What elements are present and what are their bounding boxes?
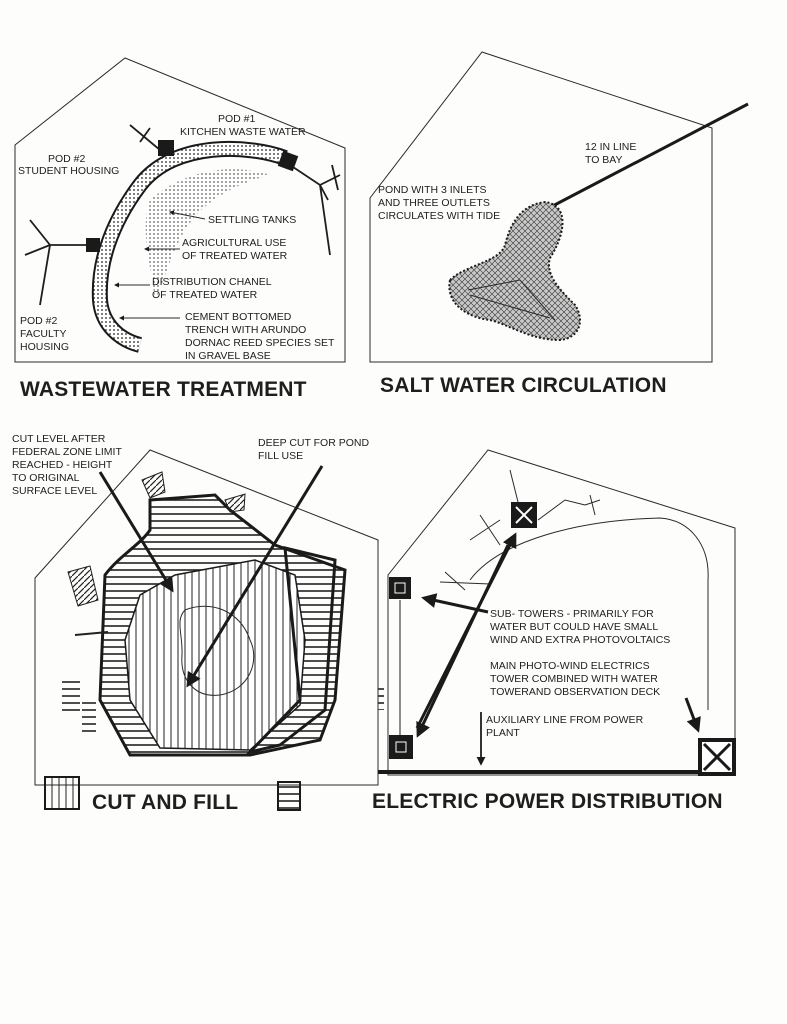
east-box <box>277 150 299 172</box>
main-tower-label-1: MAIN PHOTO-WIND ELECTRICS <box>490 660 650 672</box>
distribution-channel <box>93 143 288 351</box>
dist-label: DISTRIBUTION CHANEL <box>152 276 272 288</box>
hatched-piece-5 <box>141 471 166 499</box>
cut-label-3: REACHED - HEIGHT <box>12 459 113 471</box>
arrow-to-main-tower <box>684 697 701 733</box>
pod1-box <box>158 140 174 156</box>
main-tower-label-2: TOWER COMBINED WITH WATER <box>490 673 658 685</box>
electric-title: ELECTRIC POWER DISTRIBUTION <box>372 790 723 813</box>
sub-tower-top-cross <box>515 506 533 524</box>
cut-label-2: FEDERAL ZONE LIMIT <box>12 446 122 458</box>
twelve-inch-line <box>544 102 749 212</box>
settling-leader <box>169 210 206 220</box>
cutfill-panel: CUT LEVEL AFTER FEDERAL ZONE LIMIT REACH… <box>12 433 384 814</box>
pond <box>448 200 581 342</box>
site-outline-2 <box>369 51 713 363</box>
wastewater-title: WASTEWATER TREATMENT <box>20 378 307 401</box>
pond-label-2: AND THREE OUTLETS <box>378 197 490 209</box>
arrow-to-south-tower <box>416 544 510 738</box>
wiring <box>439 469 601 591</box>
sub-towers-label-3: WIND AND EXTRA PHOTOVOLTAICS <box>490 634 670 646</box>
deep-cut-contour <box>179 605 255 696</box>
cut-area <box>124 559 306 751</box>
deep-cut-label: DEEP CUT FOR POND <box>258 437 369 449</box>
site-outline <box>14 57 346 363</box>
east-edge <box>245 546 337 755</box>
hatched-piece-6 <box>224 493 246 513</box>
pod2-student-sub: STUDENT HOUSING <box>18 165 119 177</box>
pod1-sub: KITCHEN WASTE WATER <box>180 126 306 138</box>
pod2-faculty-sub1: FACULTY <box>20 328 66 340</box>
deep-cut-sub: FILL USE <box>258 450 303 462</box>
cut-label-5: SURFACE LEVEL <box>12 485 97 497</box>
main-tower-cross <box>702 742 732 772</box>
pond-inner-lines <box>467 279 556 321</box>
agricultural-area <box>145 169 270 300</box>
aux-line-label: AUXILIARY LINE FROM POWER <box>486 714 644 726</box>
pod2-faculty-sub2: HOUSING <box>20 341 69 353</box>
sub-tower-north-detail <box>394 582 406 594</box>
cut-label-1: CUT LEVEL AFTER <box>12 433 106 445</box>
aux-line-sub: PLANT <box>486 727 520 739</box>
hatched-piece-1 <box>67 565 99 607</box>
cut-level-arrow <box>98 471 174 593</box>
dist-sub: OF TREATED WATER <box>152 289 258 301</box>
pod2-student-label: POD #2 <box>48 153 86 165</box>
main-tower-label-3: TOWERAND OBSERVATION DECK <box>490 686 660 698</box>
sub-tower-north <box>389 577 411 599</box>
faculty-box <box>86 238 100 252</box>
hatched-piece-4 <box>82 700 96 732</box>
sub-tower-south <box>389 735 413 759</box>
east-pipe <box>289 164 341 256</box>
pond-label-1: POND WITH 3 INLETS <box>378 184 487 196</box>
fill-legend-icon <box>277 781 301 811</box>
cutfill-title: CUT AND FILL <box>92 791 238 814</box>
pod1-label: POD #1 <box>218 113 256 125</box>
arrow-to-north-tower <box>421 593 489 614</box>
agri-label: AGRICULTURAL USE <box>182 237 286 249</box>
faculty-pipe <box>24 219 90 306</box>
site-outline-4 <box>387 449 736 776</box>
hatched-piece-3 <box>62 678 80 714</box>
site-outline-3 <box>34 449 379 786</box>
wastewater-panel: POD #1 KITCHEN WASTE WATER POD #2 STUDEN… <box>14 57 346 401</box>
hatched-piece-7 <box>378 688 384 710</box>
trench-label-1: CEMENT BOTTOMED <box>185 311 292 323</box>
cut-label-4: TO ORIGINAL <box>12 472 80 484</box>
sub-towers-label-2: WATER BUT COULD HAVE SMALL <box>490 621 658 633</box>
line-label: 12 IN LINE <box>585 141 636 153</box>
line-sub: TO BAY <box>585 154 623 166</box>
hatched-piece-2 <box>74 631 109 636</box>
sub-towers-label-1: SUB- TOWERS - PRIMARILY FOR <box>490 608 654 620</box>
pod2-faculty-label: POD #2 <box>20 315 58 327</box>
trench-label-2: TRENCH WITH ARUNDO <box>185 324 306 336</box>
trench-label-3: DORNAC REED SPECIES SET <box>185 337 335 349</box>
pond-label-3: CIRCULATES WITH TIDE <box>378 210 500 222</box>
saltwater-title: SALT WATER CIRCULATION <box>380 374 667 397</box>
settling-label: SETTLING TANKS <box>208 214 296 226</box>
sub-tower-south-detail <box>395 741 407 753</box>
trench-label-4: IN GRAVEL BASE <box>185 350 271 362</box>
saltwater-panel: 12 IN LINE TO BAY POND WITH 3 INLETS AND… <box>369 51 749 397</box>
agri-sub: OF TREATED WATER <box>182 250 288 262</box>
electric-panel: SUB- TOWERS - PRIMARILY FOR WATER BUT CO… <box>372 449 736 813</box>
deep-cut-arrow <box>186 465 324 688</box>
cut-legend-icon <box>44 776 80 810</box>
